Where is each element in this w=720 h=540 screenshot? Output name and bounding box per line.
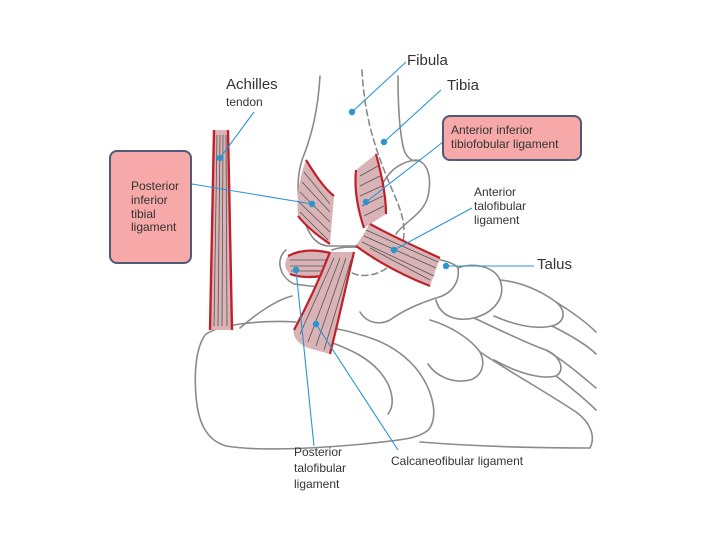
metatarsal-5 xyxy=(419,351,594,449)
label-posterior-talofibular-line1: Posterior xyxy=(294,445,343,459)
label-posterior-talofibular-line2: talofibular xyxy=(294,461,347,475)
label-anterior-talofibular-line3: ligament xyxy=(474,213,520,227)
leader-anterior-talofibular xyxy=(393,207,473,251)
dot-posterior-talofibular xyxy=(292,266,300,274)
dot-posterior-inferior-tibial xyxy=(308,200,316,208)
metatarsal-1 xyxy=(551,301,597,355)
metatarsal-3 xyxy=(545,349,597,411)
dot-calcaneofibular xyxy=(312,320,320,328)
label-calcaneofibular: Calcaneofibular ligament xyxy=(391,454,524,468)
highlight-box-anterior-inferior-tibiofibular: Anterior inferior tibiofobular ligament xyxy=(442,115,582,161)
posterior-inferior-tibial-ligament-shape xyxy=(297,159,335,245)
leader-posterior-talofibular xyxy=(295,269,315,447)
fibula-bone xyxy=(345,69,405,277)
leader-calcaneofibular xyxy=(315,323,399,451)
calcaneus-inner xyxy=(329,341,393,415)
calcaneus-bone xyxy=(194,320,435,450)
label-fibula: Fibula xyxy=(407,52,448,69)
leader-achilles xyxy=(219,111,255,159)
bones xyxy=(194,69,597,450)
anterior-inferior-tibiofibular-ligament-shape xyxy=(354,153,388,229)
metatarsal-2 xyxy=(473,317,562,378)
label-achilles-line1: Achilles xyxy=(226,76,278,93)
leader-tibia xyxy=(383,89,442,143)
label-talus: Talus xyxy=(537,256,573,273)
dot-achilles xyxy=(216,154,224,162)
label-posterior-inferior-tibial-line3: tibial xyxy=(131,206,156,221)
leader-fibula xyxy=(351,61,407,113)
label-anterior-inferior-tibiofibular-line2: tibiofobular ligament xyxy=(451,136,559,151)
cuneiform-bone xyxy=(493,279,564,329)
label-tibia: Tibia xyxy=(447,77,479,94)
label-achilles-line2: tendon xyxy=(226,95,263,109)
label-posterior-inferior-tibial-line2: inferior xyxy=(131,192,168,207)
highlight-box-posterior-inferior-tibial: Posterior inferior tibial ligament xyxy=(109,150,192,264)
label-anterior-inferior-tibiofibular-line1: Anterior inferior xyxy=(451,123,534,137)
leader-anterior-inferior-tibiofibular xyxy=(365,141,444,203)
leader-dots xyxy=(216,108,450,328)
label-posterior-talofibular-line3: ligament xyxy=(294,477,340,491)
label-posterior-inferior-tibial-line4: ligament xyxy=(131,220,177,235)
dot-tibia xyxy=(380,138,388,146)
tibia-shaft xyxy=(397,75,421,162)
anterior-talofibular-ligament-shape xyxy=(355,223,441,288)
dot-anterior-talofibular xyxy=(390,246,398,254)
calcaneus-top xyxy=(239,295,293,329)
leader-lines xyxy=(191,61,534,451)
cuboid-bone xyxy=(427,319,484,382)
achilles-tendon xyxy=(208,129,234,331)
dot-anterior-inferior-tibiofibular xyxy=(362,198,370,206)
navicular-bone xyxy=(435,264,503,320)
label-anterior-talofibular-line2: talofibular xyxy=(474,199,527,213)
dot-fibula xyxy=(348,108,356,116)
label-anterior-talofibular-line1: Anterior xyxy=(474,185,517,199)
dot-talus xyxy=(442,262,450,270)
leader-posterior-inferior-tibial xyxy=(191,183,313,205)
label-posterior-inferior-tibial-line1: Posterior xyxy=(131,179,180,193)
